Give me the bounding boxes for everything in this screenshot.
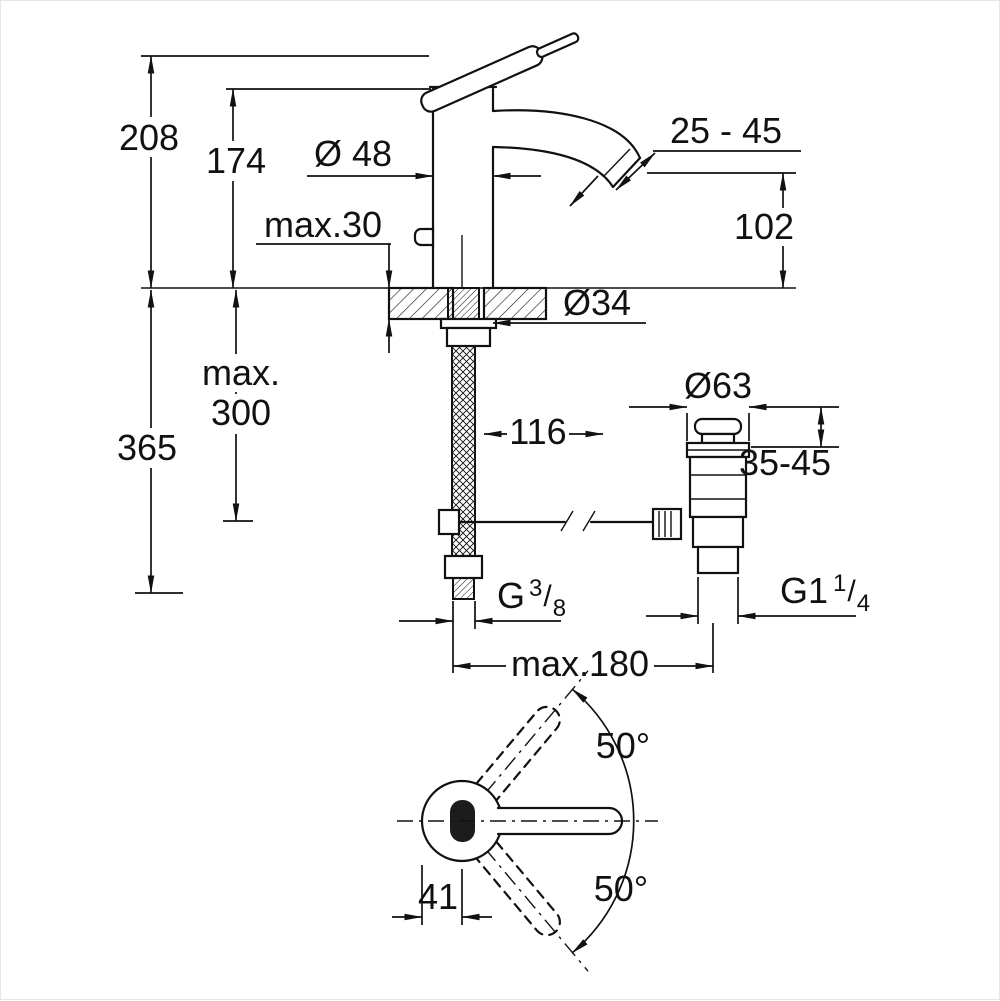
dim-365-label: 365: [117, 427, 177, 468]
drain-knob: [651, 507, 683, 541]
hose-thread: [452, 577, 475, 600]
faucet-body: [413, 85, 498, 290]
supply-hose-assembly: [437, 287, 498, 600]
angle-lower-label: 50°: [594, 868, 648, 909]
mounting-deck: [387, 286, 548, 321]
drain-tailpiece: [696, 545, 740, 575]
flow-arrow: [569, 175, 599, 207]
dim-116-label: 116: [509, 411, 566, 452]
dia-48-label: Ø 48: [314, 133, 392, 174]
max-300-label-word: max.: [202, 352, 280, 393]
faucet-lever: [420, 32, 580, 113]
handle-swivel-arc: [571, 688, 635, 954]
pop-up-drain: [651, 417, 751, 575]
angle-upper-label: 50°: [596, 725, 650, 766]
dim-102-label: 102: [734, 206, 794, 247]
pullrod-tab: [413, 227, 435, 247]
range-35-45-label: 35-45: [739, 442, 831, 483]
handle-position-lower: [475, 840, 589, 972]
dimension-lines: 208 174 Ø 48 max.30 Ø34 25 - 45 102 max.: [108, 55, 870, 685]
dia-34-label: Ø34: [563, 282, 631, 323]
hose-nut: [443, 554, 484, 580]
top-view: 50° 50° 41: [392, 670, 658, 972]
max-300-label-value: 300: [211, 392, 271, 433]
max-180-label: max.180: [511, 643, 649, 684]
dim-41-label: 41: [418, 876, 458, 917]
range-25-45-label: 25 - 45: [670, 110, 782, 151]
dia-63-label: Ø63: [684, 365, 752, 406]
pull-rod: [457, 510, 655, 532]
max-30-label: max.30: [264, 204, 382, 245]
dim-174-label: 174: [206, 140, 266, 181]
rod-clamp: [437, 508, 461, 536]
side-view: [141, 32, 796, 600]
dim-208-label: 208: [119, 117, 179, 158]
handle-position-upper: [475, 670, 589, 802]
